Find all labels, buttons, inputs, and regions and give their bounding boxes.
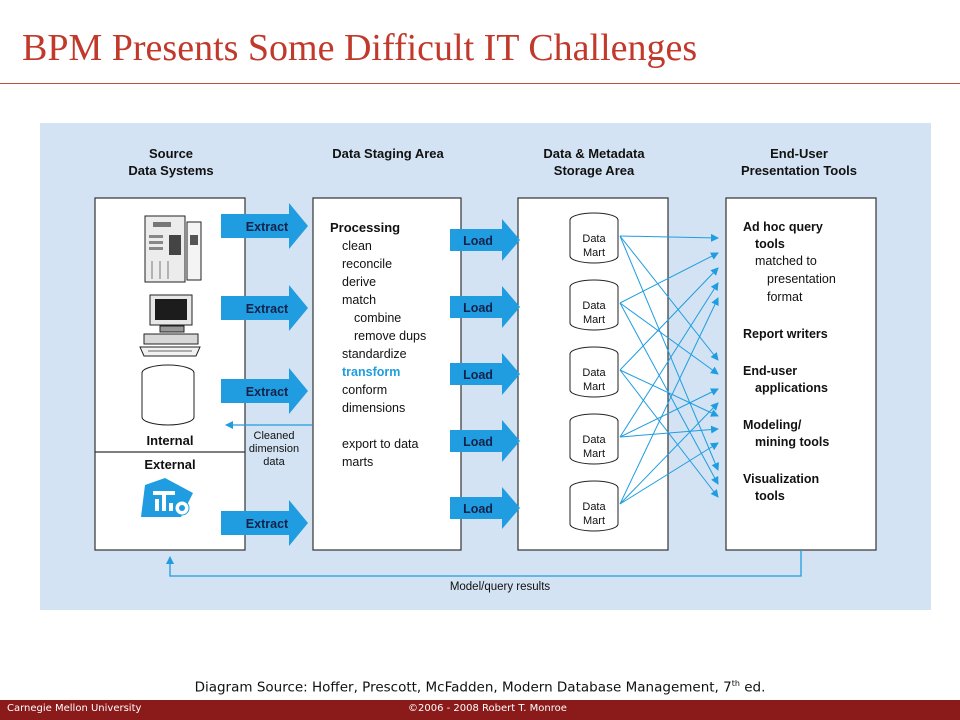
load-arrow-5: Load	[450, 487, 520, 529]
data-mart-4-label-1: Data	[582, 434, 606, 446]
data-mart-1-label-1: Data	[582, 233, 606, 245]
data-mart-1: Data Mart	[569, 212, 619, 264]
step-export: export to data	[342, 437, 418, 451]
extract-arrow-4: Extract	[221, 500, 308, 546]
col-staging-header: Data Staging Area	[332, 146, 444, 161]
diagram-canvas: Source Data Systems Data Staging Area Da…	[94, 146, 877, 593]
step-marts: marts	[342, 455, 373, 469]
load-arrow-1-label: Load	[463, 234, 493, 248]
tool-adhoc-1: Ad hoc query	[743, 220, 823, 234]
cleaned-note-line-2: dimension	[249, 443, 299, 455]
footer-university: Carnegie Mellon University	[7, 703, 142, 714]
col-source-header-1: Source	[149, 146, 193, 161]
workstation-icon	[139, 294, 201, 357]
tool-visualization-2: tools	[755, 489, 785, 503]
load-arrow-3-label: Load	[463, 368, 493, 382]
step-transform: transform	[342, 365, 400, 379]
step-combine: combine	[354, 311, 401, 325]
data-mart-5: Data Mart	[569, 480, 619, 532]
extract-arrow-1: Extract	[221, 203, 308, 249]
tool-visualization-1: Visualization	[743, 472, 819, 486]
caption-superscript: th	[731, 679, 740, 688]
internal-label: Internal	[147, 433, 194, 448]
tool-enduser-1: End-user	[743, 364, 797, 378]
extract-arrow-4-label: Extract	[246, 517, 289, 531]
data-mart-2: Data Mart	[569, 279, 619, 331]
presentation-box	[725, 197, 877, 551]
step-dimensions: dimensions	[342, 401, 405, 415]
footer-copyright: ©2006 - 2008 Robert T. Monroe	[408, 703, 567, 714]
col-source-header-2: Data Systems	[128, 163, 213, 178]
load-arrow-4-label: Load	[463, 435, 493, 449]
col-storage-header-1: Data & Metadata	[543, 146, 645, 161]
tool-adhoc-note-2: presentation	[767, 272, 836, 286]
diagram-source-caption: Diagram Source: Hoffer, Prescott, McFadd…	[0, 679, 960, 696]
extract-arrow-3: Extract	[221, 368, 308, 414]
data-mart-5-label-1: Data	[582, 501, 606, 513]
load-arrow-2: Load	[450, 286, 520, 328]
step-reconcile: reconcile	[342, 257, 392, 271]
step-derive: derive	[342, 275, 376, 289]
extract-arrow-2: Extract	[221, 285, 308, 331]
tool-adhoc-note-1: matched to	[755, 254, 817, 268]
cleaned-note-line-3: data	[263, 456, 285, 468]
extract-arrow-1-label: Extract	[246, 220, 289, 234]
slide-title: BPM Presents Some Difficult IT Challenge…	[22, 27, 698, 69]
tool-adhoc-note-3: format	[767, 290, 803, 304]
processing-heading: Processing	[330, 220, 400, 235]
step-match: match	[342, 293, 376, 307]
col-presentation-header-1: End-User	[770, 146, 828, 161]
cleaned-note-line-1: Cleaned	[254, 430, 295, 442]
external-label: External	[144, 457, 195, 472]
data-mart-3: Data Mart	[569, 346, 619, 398]
data-mart-3-label-1: Data	[582, 367, 606, 379]
load-arrow-2-label: Load	[463, 301, 493, 315]
load-arrow-4: Load	[450, 420, 520, 462]
tool-enduser-2: applications	[755, 381, 828, 395]
data-mart-2-label-1: Data	[582, 300, 606, 312]
staging-box	[312, 197, 462, 551]
server-icon	[144, 215, 202, 283]
col-storage-header-2: Storage Area	[554, 163, 635, 178]
data-mart-5-label-2: Mart	[583, 515, 605, 527]
tool-adhoc-2: tools	[755, 237, 785, 251]
load-arrow-5-label: Load	[463, 502, 493, 516]
external-data-icon	[141, 478, 193, 517]
footer-bar: Carnegie Mellon University ©2006 - 2008 …	[0, 700, 960, 720]
data-mart-4: Data Mart	[569, 413, 619, 465]
caption-text: Diagram Source: Hoffer, Prescott, McFadd…	[194, 679, 732, 696]
data-mart-1-label-2: Mart	[583, 247, 605, 259]
tool-modeling-1: Modeling/	[743, 418, 802, 432]
title-divider	[0, 83, 960, 84]
tool-report-writers: Report writers	[743, 327, 828, 341]
step-conform: conform	[342, 383, 387, 397]
step-standardize: standardize	[342, 347, 407, 361]
data-warehouse-diagram: Source Data Systems Data Staging Area Da…	[40, 123, 931, 610]
mart-to-tool-connectors	[619, 233, 719, 505]
step-clean: clean	[342, 239, 372, 253]
data-mart-2-label-2: Mart	[583, 314, 605, 326]
step-remove-dups: remove dups	[354, 329, 426, 343]
caption-tail: ed.	[739, 679, 766, 696]
data-mart-3-label-2: Mart	[583, 381, 605, 393]
model-query-feedback-arrow	[166, 550, 802, 577]
data-mart-4-label-2: Mart	[583, 448, 605, 460]
extract-arrow-2-label: Extract	[246, 302, 289, 316]
model-query-results-label: Model/query results	[450, 581, 551, 593]
extract-arrow-3-label: Extract	[246, 385, 289, 399]
database-icon	[141, 364, 195, 426]
load-arrow-3: Load	[450, 353, 520, 395]
tool-modeling-2: mining tools	[755, 435, 829, 449]
load-arrow-1: Load	[450, 219, 520, 261]
col-presentation-header-2: Presentation Tools	[741, 163, 857, 178]
